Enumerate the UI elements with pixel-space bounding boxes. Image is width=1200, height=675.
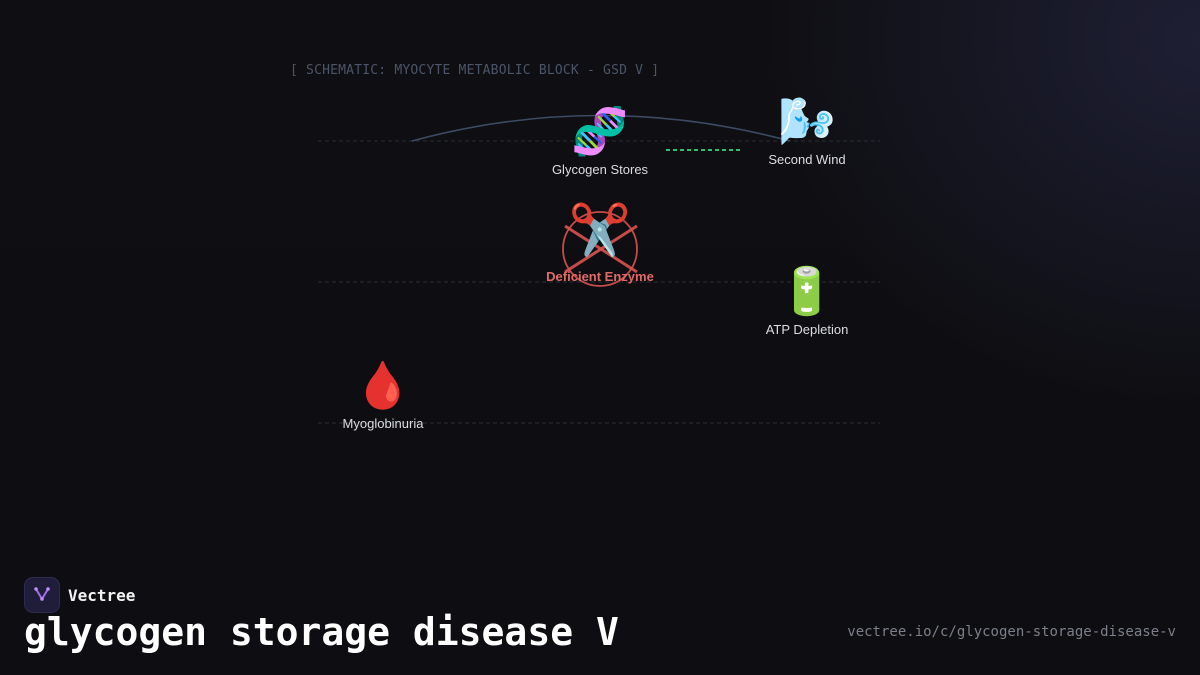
metabolic-arc: [411, 114, 791, 142]
node-deficient-enzyme: ✂️ Deficient Enzyme: [546, 202, 654, 284]
brand[interactable]: Vectree: [24, 577, 135, 613]
node-label-second-wind: Second Wind: [768, 152, 846, 167]
node-label-glycogen: Glycogen Stores: [551, 162, 649, 177]
scissors-icon: ✂️: [568, 202, 632, 258]
node-second-wind: 🌬️ Second Wind: [768, 98, 845, 167]
brand-name: Vectree: [68, 585, 136, 605]
node-atp-depletion: 🔋 ATP Depletion: [766, 268, 849, 337]
node-glycogen-stores: 🧬 Glycogen Stores: [552, 108, 648, 177]
node-label-myoglobinuria: Myoglobinuria: [342, 416, 424, 431]
node-label-atp: ATP Depletion: [765, 322, 849, 337]
node-myoglobinuria: 🩸 Myoglobinuria: [343, 362, 424, 431]
battery-icon: 🔋: [778, 265, 836, 317]
schematic-title: [ SCHEMATIC: MYOCYTE METABOLIC BLOCK - G…: [290, 63, 660, 78]
vectree-logo-icon: [24, 577, 60, 613]
dna-icon: 🧬: [571, 105, 629, 157]
block-ring: [562, 211, 638, 287]
page-title: glycogen storage disease V: [24, 610, 619, 654]
node-label-enzyme: Deficient Enzyme: [546, 269, 654, 284]
blood-drop-icon: 🩸: [354, 359, 412, 411]
page-url[interactable]: vectree.io/c/glycogen-storage-disease-v: [847, 624, 1176, 640]
block-cross-b: [564, 224, 638, 274]
wind-face-icon: 🌬️: [778, 95, 836, 147]
